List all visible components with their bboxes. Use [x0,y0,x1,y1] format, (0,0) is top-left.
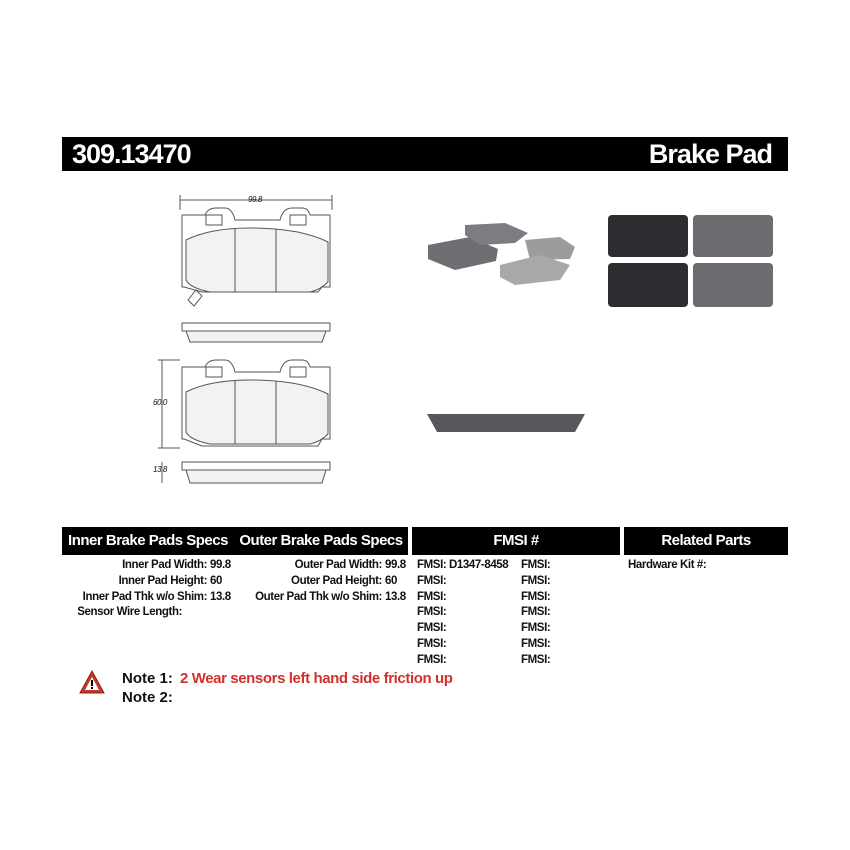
outer-height-value: 60 [385,575,397,587]
fmsi-label: FMSI: [417,574,447,587]
fmsi-label: FMSI: [521,622,551,635]
note-1-text: 2 Wear sensors left hand side friction u… [180,670,453,687]
outer-thickness-value: 13.8 [385,591,406,603]
fmsi-header: FMSI # [412,527,620,555]
related-parts-header: Related Parts [624,527,788,555]
fmsi-label: FMSI: [417,590,447,603]
outer-thickness-label: Outer Pad Thk w/o Shim: [255,591,382,603]
warning-triangle-icon [79,669,105,694]
fmsi-label: FMSI: [521,638,551,650]
inner-height-value: 60 [210,575,222,587]
inner-height-label: Inner Pad Height: [118,575,208,587]
fmsi-label: FMSI: [417,622,447,635]
fmsi-label: FMSI: [521,559,551,571]
fmsi-label: FMSI: [521,606,551,619]
pad-faces-photo [608,215,773,307]
inner-specs-title: Inner Brake Pads Specs [62,527,234,555]
title-bar: 309.13470 Brake Pad [62,137,788,171]
fmsi-label: FMSI: [417,606,447,619]
inner-thickness-label: Inner Pad Thk w/o Shim: [82,591,208,603]
pad-side-photo [427,414,585,432]
product-category: Brake Pad [648,139,773,169]
inner-width-label: Inner Pad Width: [122,559,207,571]
fmsi-label: FMSI: [521,653,551,666]
fmsi-value: D1347-8458 [449,559,509,571]
hardware-kit-label: Hardware Kit #: [628,559,707,571]
part-number: 309.13470 [72,139,192,169]
pad-set-photo [428,223,575,285]
fmsi-label: FMSI: [521,590,551,603]
outer-specs-title: Outer Brake Pads Specs [234,527,408,555]
inner-width-value: 99.8 [210,559,231,571]
outer-width-value: 99.8 [385,559,406,571]
thickness-dimension: 13.8 [153,465,167,474]
outer-height-label: Outer Pad Height: [291,575,382,587]
note-1-label: Note 1: [122,670,173,687]
fmsi-label: FMSI: [417,559,447,571]
fmsi-label: FMSI: [521,574,551,587]
inner-thickness-value: 13.8 [210,591,231,603]
fmsi-label: FMSI: [417,638,447,650]
width-dimension: 99.8 [248,195,262,204]
sensor-wire-label: Sensor Wire Length: [77,606,182,618]
pad-technical-drawing [158,195,333,484]
height-dimension: 60.0 [153,398,167,407]
outer-width-label: Outer Pad Width: [294,559,383,571]
note-2-label: Note 2: [122,689,173,706]
fmsi-label: FMSI: [417,653,447,666]
